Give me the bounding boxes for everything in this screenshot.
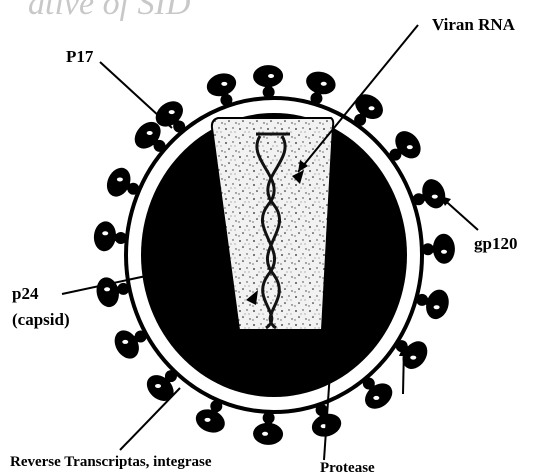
label-viral-rna: Viran RNA [432, 15, 516, 34]
label-gp120: gp120 [474, 234, 517, 253]
gp120-knob [92, 220, 126, 252]
gp120-knob [303, 68, 338, 104]
gp120-knob [389, 126, 426, 163]
gp120-knob [416, 287, 452, 322]
gp120-knob [142, 370, 179, 406]
label-reverse-transcriptase: Reverse Transcriptas, integrase [10, 454, 212, 470]
gp120-knob [350, 89, 387, 126]
watermark-text: ative of SID [28, 0, 191, 22]
label-p24: p24 [12, 284, 39, 303]
gp120-knob [413, 176, 450, 212]
gp120-knob [103, 164, 140, 200]
label-p17: P17 [66, 47, 94, 66]
gp120-knob [253, 412, 284, 446]
gp120-knob [253, 65, 284, 99]
pointer-p17 [100, 62, 172, 128]
gp120-knob [110, 326, 147, 363]
gp120-knob [192, 400, 228, 437]
gp120-knob [360, 377, 397, 414]
label-capsid: (capsid) [12, 310, 70, 329]
pointer-rt [120, 388, 180, 450]
gp120-knob [204, 70, 239, 106]
gp120-knob [422, 233, 456, 264]
label-protease: Protease [320, 460, 375, 476]
